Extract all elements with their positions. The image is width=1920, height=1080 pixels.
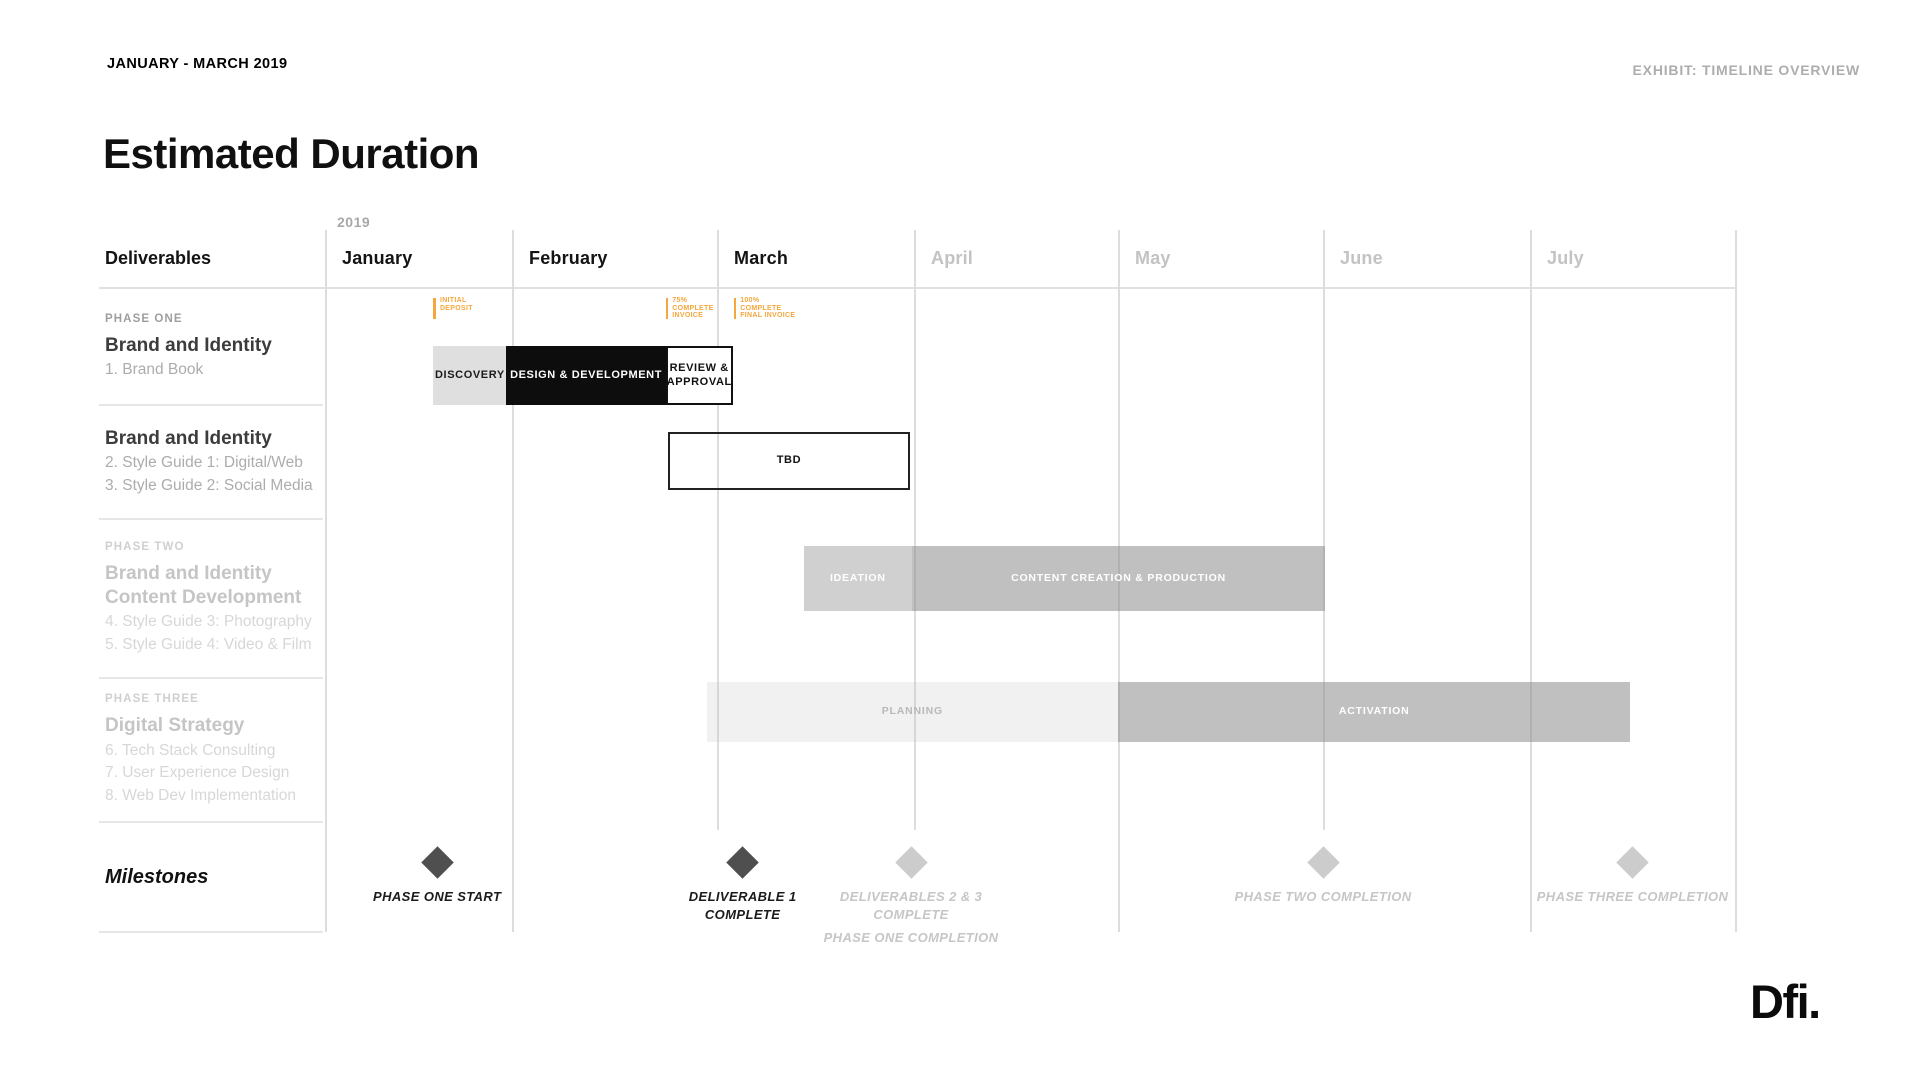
- milestone-diamond-deliverable-1-complete: [726, 845, 759, 879]
- phase-label: PHASE TWO: [105, 541, 185, 554]
- section-title: Brand and Identity: [105, 428, 272, 450]
- deliverable-item: 7. User Experience Design: [105, 764, 290, 782]
- deliverable-item: 6. Tech Stack Consulting: [105, 741, 276, 759]
- section-title: Content Development: [105, 587, 302, 609]
- milestone-diamond-phase-two-completion: [1306, 845, 1340, 879]
- payment-marker-75-complete-invoice: 75% COMPLETE INVOICE: [672, 297, 714, 319]
- month-gridline: [1530, 230, 1532, 932]
- month-gridline: [1323, 230, 1325, 830]
- month-header-january: January: [342, 248, 413, 268]
- milestone-label-phase-two-completion: PHASE TWO COMPLETION: [1234, 889, 1412, 904]
- phase-label: PHASE ONE: [105, 313, 183, 326]
- month-gridline: [914, 230, 916, 830]
- milestones-row-cell: Milestones: [99, 823, 323, 933]
- header-divider: [99, 287, 1736, 289]
- deliverables-column-header: Deliverables: [105, 248, 212, 268]
- payment-marker-100-complete-final-invoice: 100% COMPLETE FINAL INVOICE: [740, 297, 796, 319]
- section-title: Brand and Identity: [105, 563, 272, 585]
- deliverable-item: 5. Style Guide 4: Video & Film: [105, 636, 312, 654]
- payment-marker-initial-deposit: INITIAL DEPOSIT: [439, 297, 473, 312]
- deliverables-section-2: Brand and Identity 2. Style Guide 1: Digi…: [99, 406, 323, 520]
- page-title: Estimated Duration: [103, 130, 480, 177]
- deliverables-section-4: PHASE THREE Digital Strategy 6. Tech Stack…: [99, 679, 323, 823]
- payment-marker-tick: [733, 298, 737, 319]
- dfi-logo: Dfi.: [1750, 975, 1821, 1028]
- month-header-may: May: [1135, 248, 1171, 268]
- section-title: Brand and Identity: [105, 335, 272, 357]
- deliverable-item: 3. Style Guide 2: Social Media: [105, 477, 313, 495]
- deliverables-section-1: PHASE ONE Brand and Identity 1. Brand Book: [99, 290, 323, 406]
- payment-marker-tick: [665, 298, 669, 319]
- deliverable-item: 2. Style Guide 1: Digital/Web: [105, 454, 303, 472]
- milestone-diamond-phase-three-completion: [1616, 845, 1649, 879]
- month-header-february: February: [529, 248, 608, 268]
- month-gridline: [325, 230, 327, 932]
- milestone-label-deliverables-2-3-complete: DELIVERABLES 2 & 3 COMPLETE: [839, 889, 983, 922]
- exhibit-label: EXHIBIT: TIMELINE OVERVIEW: [1632, 62, 1860, 78]
- month-header-july: July: [1547, 248, 1584, 268]
- payment-marker-tick: [433, 298, 436, 319]
- month-gridline: [717, 230, 719, 830]
- task-bar-planning: PLANNING: [706, 682, 1118, 742]
- milestone-label-deliverable-1-complete: DELIVERABLE 1 COMPLETE: [688, 889, 797, 922]
- task-bar-review-approval: REVIEW & APPROVAL: [665, 346, 733, 405]
- milestone-label-phase-one-start: PHASE ONE START: [373, 889, 502, 904]
- month-gridline: [1735, 230, 1737, 932]
- milestone-label-phase-three-completion: PHASE THREE COMPLETION: [1536, 889, 1729, 904]
- deliverable-item: 8. Web Dev Implementation: [105, 786, 296, 804]
- milestones-row-label: Milestones: [105, 865, 209, 888]
- milestone-label-phase-one-completion: PHASE ONE COMPLETION: [823, 930, 999, 945]
- deliverable-item: 1. Brand Book: [105, 361, 204, 379]
- task-bar-discovery: DISCOVERY: [433, 346, 507, 405]
- task-bar-design-development: DESIGN & DEVELOPMENT: [506, 346, 666, 405]
- section-title: Digital Strategy: [105, 715, 245, 737]
- phase-label: PHASE THREE: [105, 693, 199, 706]
- task-bar-activation: ACTIVATION: [1118, 682, 1631, 742]
- month-gridline: [512, 230, 514, 932]
- task-bar-tbd: TBD: [667, 432, 911, 490]
- month-header-june: June: [1340, 248, 1383, 268]
- deliverable-item: 4. Style Guide 3: Photography: [105, 613, 312, 631]
- milestone-diamond-deliverables-2-3-complete: [894, 845, 928, 879]
- milestone-diamond-phase-one-start: [420, 845, 454, 879]
- month-header-march: March: [734, 248, 789, 268]
- year-label: 2019: [337, 214, 371, 230]
- date-range-label: JANUARY - MARCH 2019: [107, 56, 288, 72]
- task-bar-content-creation-production: CONTENT CREATION & PRODUCTION: [912, 546, 1326, 611]
- task-bar-ideation: IDEATION: [803, 546, 913, 611]
- month-header-april: April: [931, 248, 974, 268]
